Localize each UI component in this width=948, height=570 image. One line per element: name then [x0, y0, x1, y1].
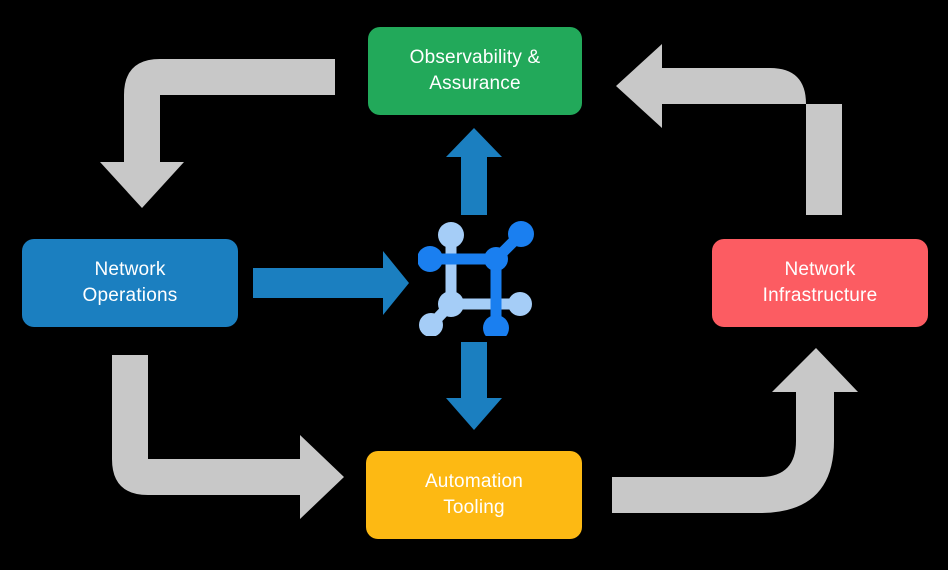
gray-arrow-observability-to-netops [100, 59, 335, 208]
gray-arrow-netops-to-automation [112, 355, 344, 519]
node-observability-assurance[interactable]: Observability & Assurance [368, 27, 582, 115]
gray-arrow-automation-to-netinfra [612, 348, 858, 513]
blue-arrow-center-to-observability [446, 128, 502, 215]
gray-arrow-netinfra-to-observability [616, 44, 842, 215]
network-icon-secondary-nodes [419, 222, 532, 336]
network-icon-primary-nodes [418, 221, 534, 336]
blue-arrow-center-to-automation [446, 342, 502, 430]
network-topology-icon [418, 221, 534, 336]
node-network-infrastructure[interactable]: Network Infrastructure [712, 239, 928, 327]
blue-arrow-netops-to-center [253, 251, 409, 315]
node-automation-tooling[interactable]: Automation Tooling [366, 451, 582, 539]
node-network-operations[interactable]: Network Operations [22, 239, 238, 327]
